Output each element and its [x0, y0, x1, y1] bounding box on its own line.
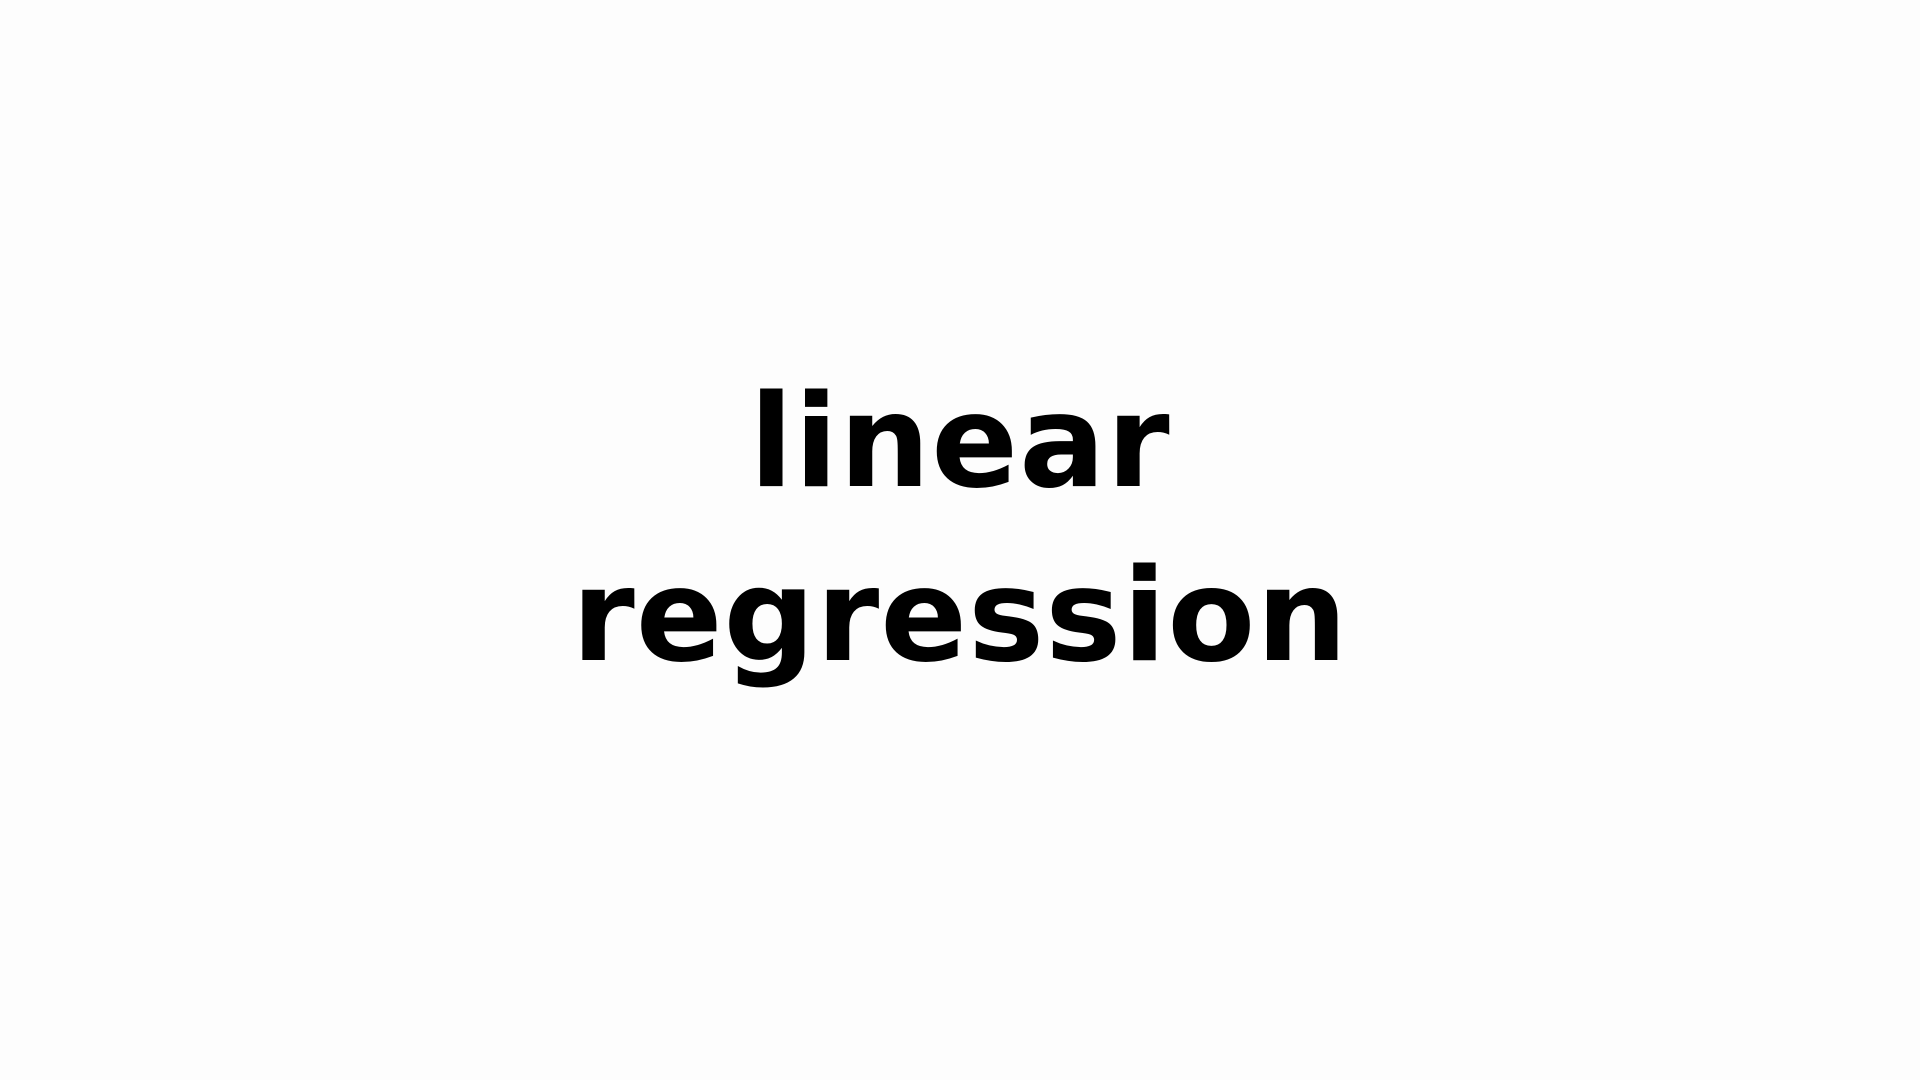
slide-title: linear regression [572, 356, 1349, 704]
slide-title-line-2: regression [571, 542, 1349, 691]
slide-title-line-1: linear [749, 368, 1171, 517]
